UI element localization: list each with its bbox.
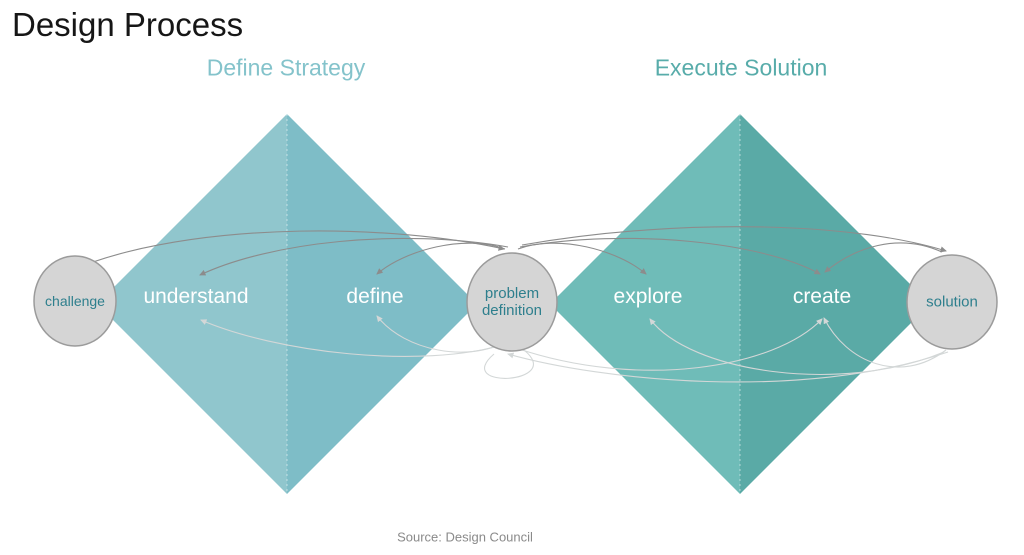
node-label-problem-definition: problem definition	[481, 284, 543, 319]
arrow-solution-to-create-top	[824, 242, 943, 273]
arrow-problem-definition-to-define-low	[376, 315, 505, 353]
arrow-solution-to-explore	[649, 318, 945, 376]
right-diamond-left-half	[550, 114, 740, 494]
left-diamond-left-half	[97, 114, 287, 494]
arrow-problem-definition-to-create-low	[515, 318, 823, 371]
arrow-problem-definition-to-solution	[521, 226, 947, 253]
process-nodes	[33, 252, 998, 352]
right-diamond-right-half	[740, 114, 930, 494]
arrow-problem-definition-to-create	[519, 237, 821, 275]
phase-label-define-strategy: Define Strategy	[206, 54, 366, 81]
forward-arrows	[92, 226, 947, 276]
stage-label-understand: understand	[143, 285, 249, 308]
node-label-solution: solution	[926, 293, 978, 311]
phase-label-execute-solution: Execute Solution	[654, 54, 828, 81]
stage-label-define: define	[346, 285, 404, 308]
arrow-problem-definition-to-define	[376, 242, 506, 275]
problem-definition-node-circle	[466, 252, 558, 352]
arrow-solution-to-create	[823, 317, 947, 368]
left-diamond-right-half	[287, 114, 477, 494]
stage-label-explore: explore	[613, 285, 683, 308]
arrow-problem-definition-loop	[484, 349, 534, 379]
node-label-challenge: challenge	[45, 292, 105, 309]
arrow-problem-definition-to-understand	[199, 237, 509, 276]
stage-label-create: create	[792, 285, 852, 308]
solution-node-circle	[906, 254, 998, 350]
page-title: Design Process	[12, 6, 244, 43]
source-attribution: Source: Design Council	[397, 529, 533, 545]
challenge-node-circle	[33, 255, 117, 347]
backward-arrows	[200, 315, 949, 383]
